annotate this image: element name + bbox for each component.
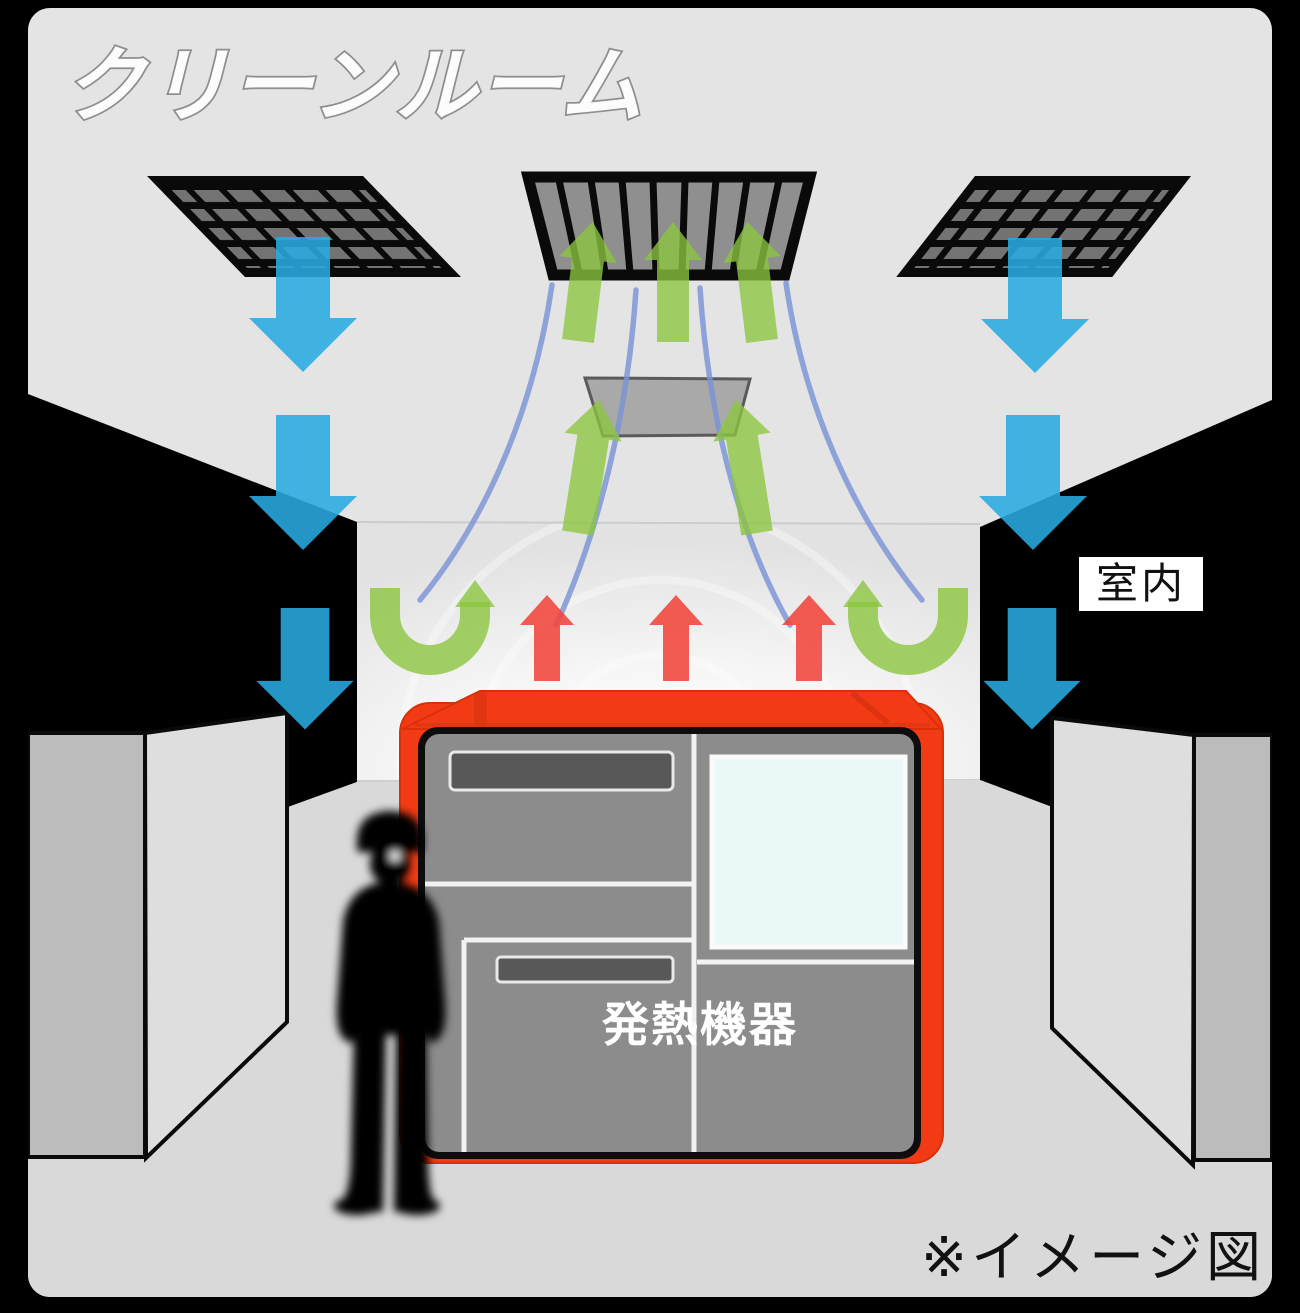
- equipment-top-frame: [401, 690, 944, 730]
- recirculation-arrows: [370, 580, 968, 675]
- equipment-panel-lines: [425, 734, 914, 1152]
- page-title: クリーンルーム: [63, 41, 644, 132]
- equipment-vent-slot-bottom: [495, 955, 675, 984]
- streamline: [553, 287, 639, 628]
- equipment-vent-slot-top: [448, 750, 675, 792]
- equipment-label: 発熱機器: [602, 998, 798, 1051]
- partition-box-right: [1050, 715, 1272, 1170]
- note-label: ※イメージ図: [921, 1226, 1265, 1288]
- streamline: [697, 285, 793, 628]
- room-label-box: 室内: [1079, 557, 1203, 611]
- streamline: [783, 280, 925, 603]
- equipment-window: [709, 754, 908, 950]
- u-turn-arrow-left: [370, 588, 490, 675]
- hepa-filter-grille-left: [147, 176, 461, 277]
- return-air-arrows-top: [549, 218, 791, 345]
- hepa-filter-grille-right: [896, 176, 1192, 277]
- person-silhouette: [334, 811, 446, 1215]
- equipment: 発熱機器: [399, 690, 944, 1164]
- airflow-streamlines: [417, 280, 925, 628]
- room-label: 室内: [1096, 560, 1186, 607]
- streamline: [417, 282, 555, 603]
- u-turn-arrow-right: [848, 588, 968, 675]
- partition-box-left: [28, 710, 289, 1163]
